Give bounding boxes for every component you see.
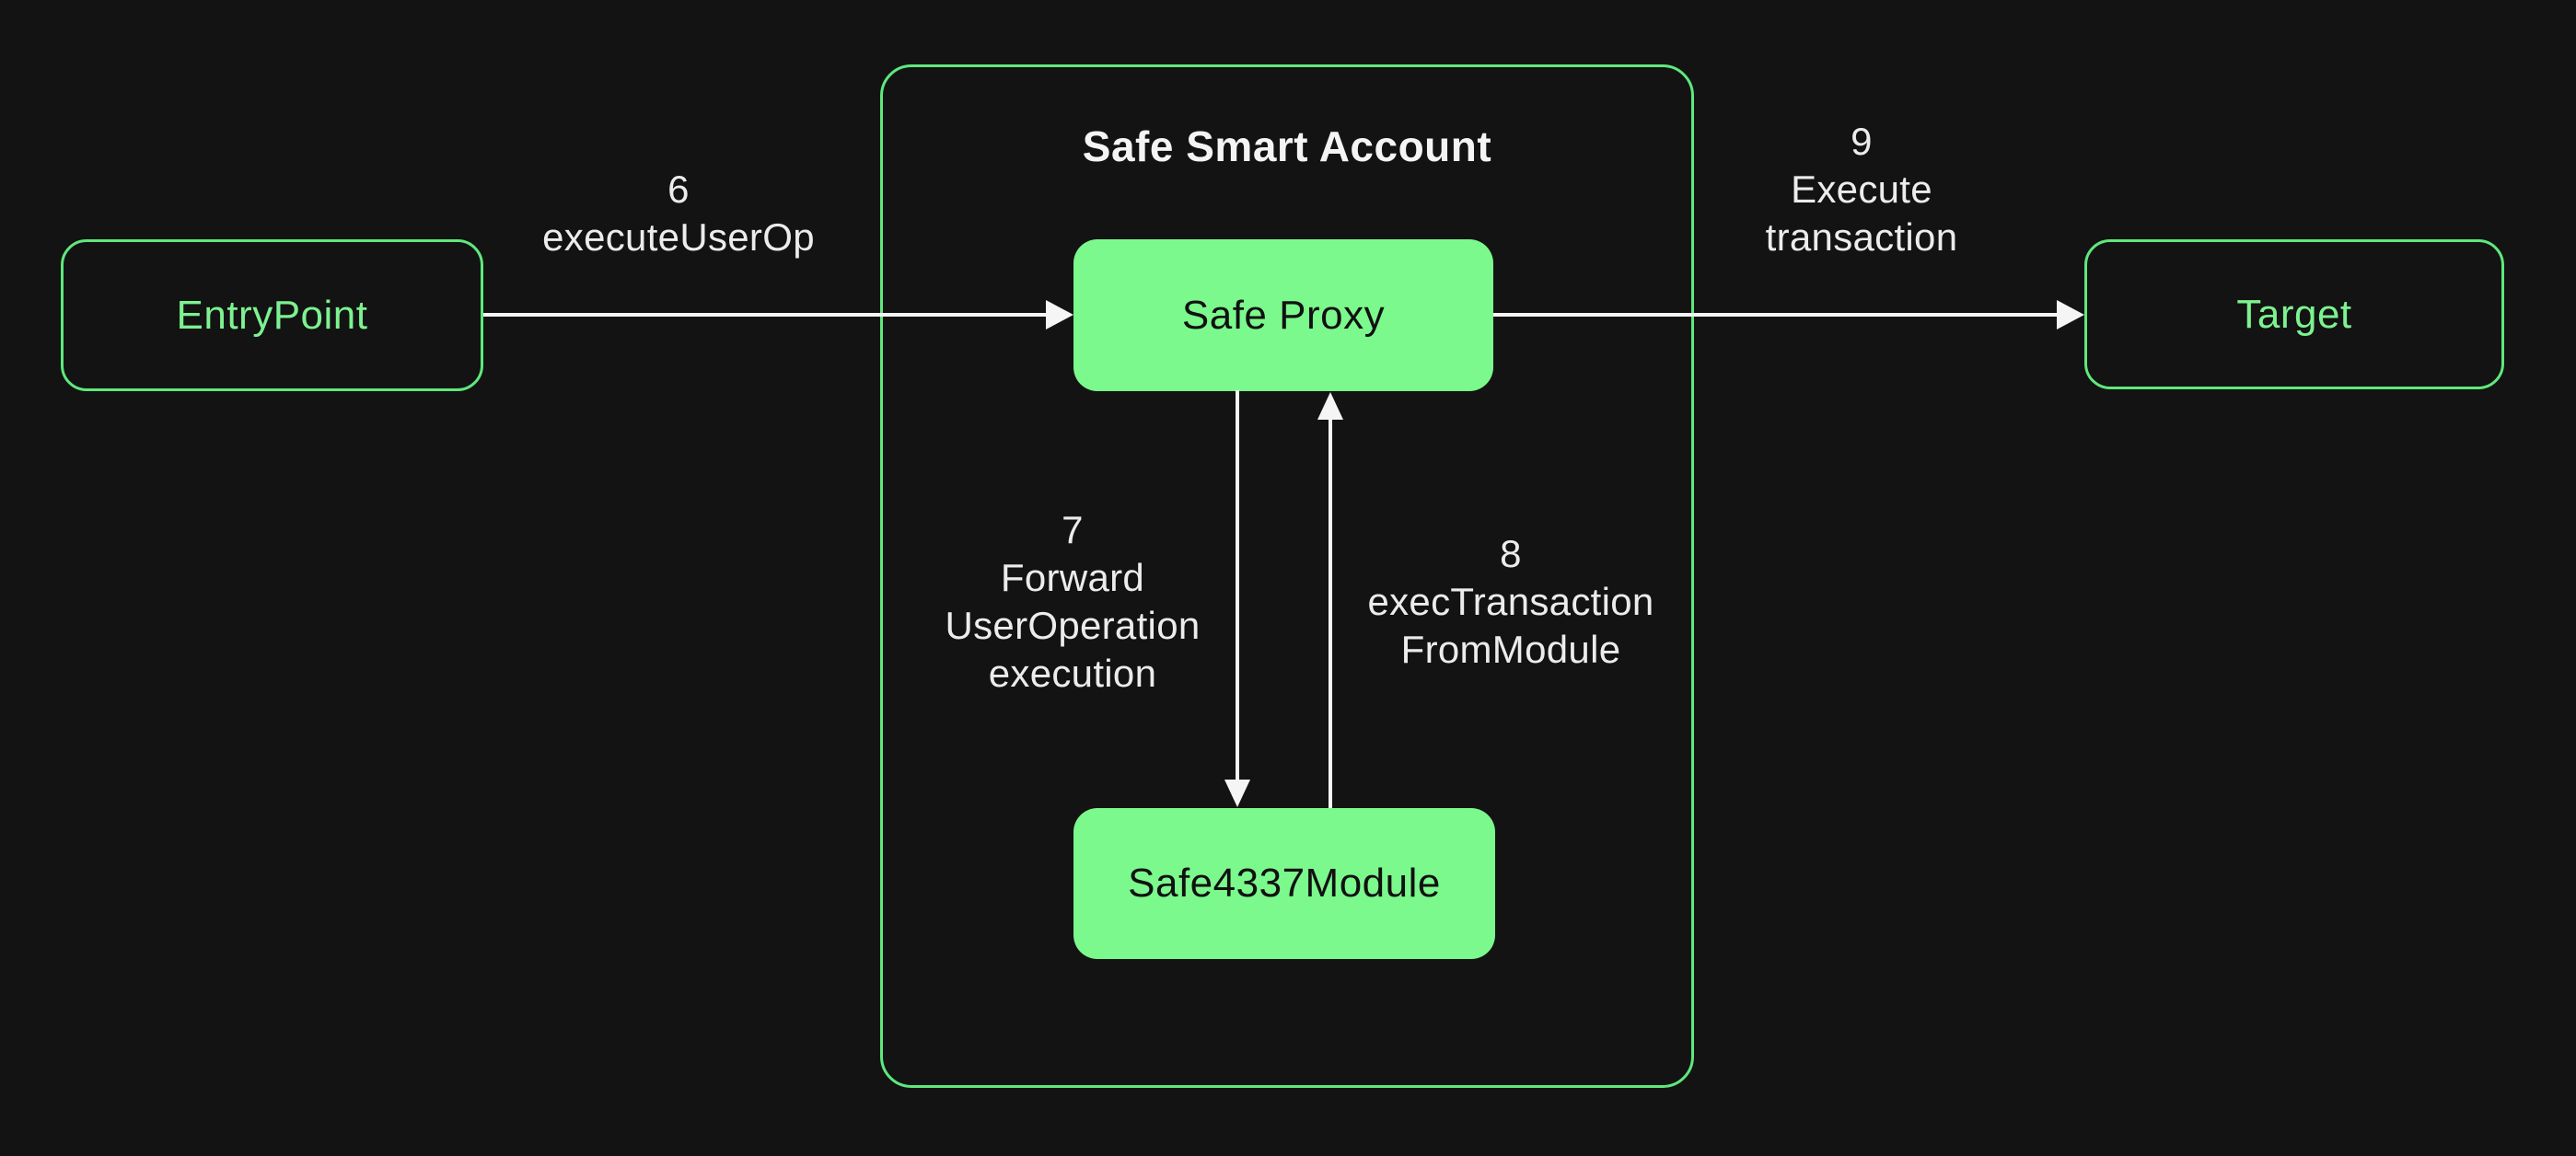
group-safe-smart-account-title: Safe Smart Account	[1082, 122, 1492, 170]
edge8-arrowhead-up-icon	[1317, 392, 1343, 420]
edge7-step: 7	[1062, 508, 1084, 551]
node-safe4337module-label: Safe4337Module	[1128, 861, 1441, 906]
edge6-step: 6	[667, 168, 690, 211]
edge7-text-line2: UserOperation	[945, 604, 1201, 647]
node-target: Target	[2084, 239, 2504, 389]
edge6-arrowhead-right-icon	[1046, 300, 1073, 329]
edge9-line	[1493, 313, 2060, 317]
edge8-label: 8 execTransaction FromModule	[1317, 530, 1704, 674]
node-safe-proxy: Safe Proxy	[1073, 239, 1493, 391]
edge9-step: 9	[1851, 120, 1873, 163]
node-entrypoint-label: EntryPoint	[176, 292, 368, 338]
edge6-text: executeUserOp	[542, 215, 815, 259]
edge8-text-line2: FromModule	[1400, 628, 1621, 671]
edge7-text-line3: execution	[988, 652, 1157, 695]
edge7-text-line1: Forward	[1000, 556, 1145, 599]
edge9-text-line2: transaction	[1765, 215, 1958, 259]
edge8-text-line1: execTransaction	[1367, 580, 1654, 623]
edge9-label: 9 Execute transaction	[1668, 118, 2055, 261]
edge9-arrowhead-right-icon	[2057, 300, 2084, 329]
edge9-text-line1: Execute	[1791, 168, 1932, 211]
edge8-line	[1329, 416, 1332, 808]
node-entrypoint: EntryPoint	[61, 239, 483, 391]
group-safe-smart-account	[880, 64, 1694, 1088]
edge7-line	[1236, 390, 1239, 782]
edge8-step: 8	[1500, 532, 1522, 575]
edge7-arrowhead-down-icon	[1224, 780, 1250, 807]
edge7-label: 7 Forward UserOperation execution	[879, 506, 1266, 698]
node-target-label: Target	[2236, 291, 2352, 337]
node-safe4337module: Safe4337Module	[1073, 808, 1495, 959]
edge6-line	[483, 313, 1050, 317]
node-safe-proxy-label: Safe Proxy	[1181, 292, 1386, 338]
edge6-label: 6 executeUserOp	[485, 166, 872, 261]
